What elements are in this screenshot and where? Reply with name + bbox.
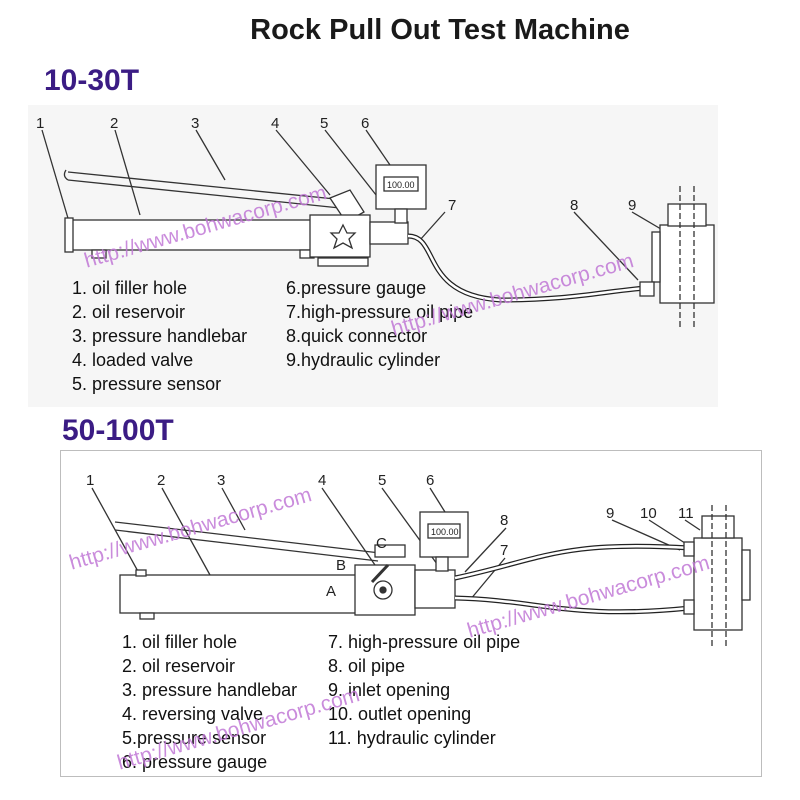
callout-9: 9 — [606, 505, 614, 522]
callout-2: 2 — [157, 472, 165, 489]
callout-5: 5 — [378, 472, 386, 489]
legend-item: 8. oil pipe — [328, 656, 406, 676]
legend-item: 3. pressure handlebar — [72, 326, 248, 346]
legend-item: 1. oil filler hole — [72, 278, 188, 298]
model-label-bottom: 50-100T — [62, 414, 174, 447]
legend-top-right: 6.pressure gauge 7.high-pressure oil pip… — [286, 276, 473, 372]
legend-item: 7.high-pressure oil pipe — [286, 302, 474, 322]
legend-item: 9. inlet opening — [328, 680, 451, 700]
legend-item: 7. high-pressure oil pipe — [328, 632, 521, 652]
legend-item: 4. loaded valve — [72, 350, 194, 370]
legend-item: 5.pressure sensor — [122, 728, 267, 748]
legend-item: 11. hydraulic cylinder — [328, 728, 496, 748]
gauge-display-bottom: 100.00 — [431, 527, 459, 537]
legend-bottom-left: 1. oil filler hole 2. oil reservoir 3. p… — [122, 630, 297, 774]
legend-bottom-right: 7. high-pressure oil pipe 8. oil pipe 9.… — [328, 630, 520, 750]
legend-top-left: 1. oil filler hole 2. oil reservoir 3. p… — [72, 276, 247, 396]
callout-3: 3 — [191, 115, 199, 132]
callout-4: 4 — [271, 115, 279, 132]
callout-6: 6 — [361, 115, 369, 132]
valve-label-a: A — [326, 583, 336, 600]
callout-9: 9 — [628, 197, 636, 214]
callout-5: 5 — [320, 115, 328, 132]
legend-item: 2. oil reservoir — [122, 656, 236, 676]
valve-label-c: C — [376, 535, 387, 552]
legend-item: 6. pressure gauge — [122, 752, 268, 772]
callout-1: 1 — [36, 115, 44, 132]
valve-label-b: B — [336, 557, 346, 574]
callout-7: 7 — [500, 542, 508, 559]
callout-2: 2 — [110, 115, 118, 132]
legend-item: 1. oil filler hole — [122, 632, 238, 652]
callout-7: 7 — [448, 197, 456, 214]
callout-3: 3 — [217, 472, 225, 489]
model-label-top: 10-30T — [44, 64, 140, 97]
diagram-panel-top — [28, 105, 718, 407]
legend-item: 5. pressure sensor — [72, 374, 222, 394]
legend-item: 2. oil reservoir — [72, 302, 186, 322]
callout-6: 6 — [426, 472, 434, 489]
legend-item: 4. reversing valve — [122, 704, 264, 724]
diagram-panel-bottom — [60, 450, 762, 777]
callout-1: 1 — [86, 472, 94, 489]
callout-10: 10 — [640, 505, 657, 522]
legend-item: 10. outlet opening — [328, 704, 472, 724]
legend-item: 9.hydraulic cylinder — [286, 350, 441, 370]
legend-item: 6.pressure gauge — [286, 278, 427, 298]
callout-11: 11 — [678, 505, 694, 522]
callout-8: 8 — [570, 197, 578, 214]
callout-8: 8 — [500, 512, 508, 529]
gauge-display-top: 100.00 — [387, 180, 415, 190]
legend-item: 8.quick connector — [286, 326, 428, 346]
legend-item: 3. pressure handlebar — [122, 680, 298, 700]
page-title: Rock Pull Out Test Machine — [250, 14, 630, 46]
callout-4: 4 — [318, 472, 326, 489]
